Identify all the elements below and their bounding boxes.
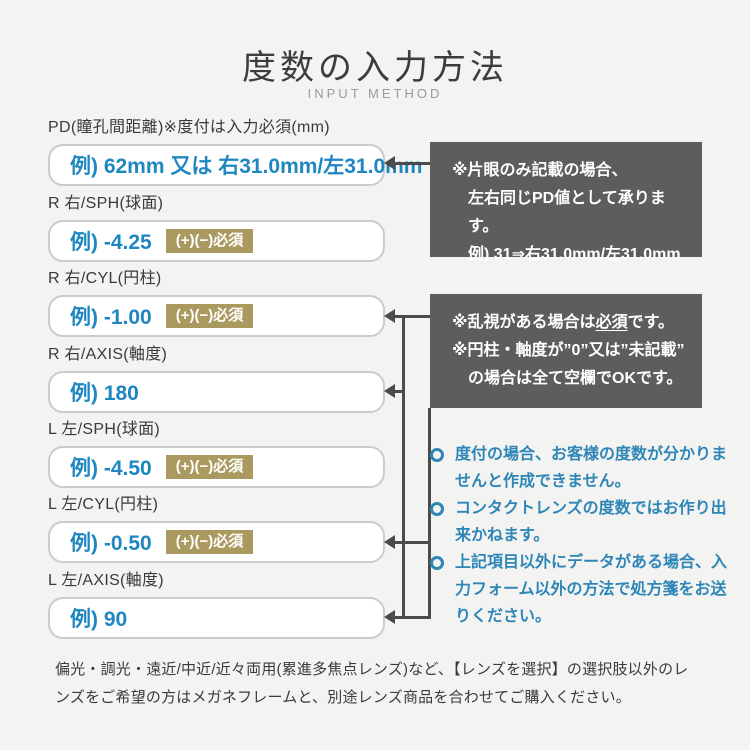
connector-line bbox=[402, 315, 405, 619]
cyl-note-line3: の場合は全て空欄でOKです。 bbox=[468, 370, 683, 387]
l-axis-example-box: 例) 90 bbox=[48, 597, 385, 639]
list-item: 上記項目以外にデータがある場合、入力フォーム以外の方法で処方箋をお送りください。 bbox=[430, 549, 742, 630]
l-sph-example-value: 例) -4.50 bbox=[70, 457, 152, 480]
plus-minus-required-badge: (+)(−)必須 bbox=[165, 455, 254, 479]
connector-line bbox=[428, 408, 431, 619]
plus-minus-required-badge: (+)(−)必須 bbox=[165, 530, 254, 554]
r-axis-example-box: 例) 180 bbox=[48, 371, 385, 413]
cyl-note-line1-pre: ※乱視がある場合は bbox=[452, 314, 596, 331]
note-text: 上記項目以外にデータがある場合、入力フォーム以外の方法で処方箋をお送りください。 bbox=[455, 554, 728, 625]
l-sph-example-box: 例) -4.50 (+)(−)必須 bbox=[48, 446, 385, 488]
arrow-left-icon bbox=[384, 610, 395, 624]
arrow-left-icon bbox=[384, 309, 395, 323]
list-item: コンタクトレンズの度数ではお作り出来かねます。 bbox=[430, 495, 742, 549]
pd-note-callout: ※片眼のみ記載の場合、 左右同じPD値として承ります。 例) 31⇒右31.0m… bbox=[430, 142, 702, 263]
l-axis-example-value: 例) 90 bbox=[70, 608, 128, 631]
r-axis-example-value: 例) 180 bbox=[70, 382, 139, 405]
connector-line bbox=[393, 315, 430, 318]
plus-minus-required-badge: (+)(−)必須 bbox=[165, 229, 254, 253]
arrow-left-icon bbox=[384, 535, 395, 549]
r-sph-example-value: 例) -4.25 bbox=[70, 231, 152, 254]
cyl-axis-note-callout: ※乱視がある場合は必須です。 ※円柱・軸度が”0”又は”未記載” の場合は全て空… bbox=[430, 294, 702, 408]
bullet-circle-icon bbox=[430, 448, 444, 462]
r-axis-field-label: R 右/AXIS(軸度) bbox=[48, 346, 168, 363]
connector-line bbox=[393, 541, 431, 544]
pd-field-label: PD(瞳孔間距離)※度付は入力必須(mm) bbox=[48, 119, 330, 136]
pd-example-value: 例) 62mm 又は 右31.0mm/左31.0mm bbox=[70, 155, 423, 178]
r-sph-example-box: 例) -4.25 (+)(−)必須 bbox=[48, 220, 385, 262]
note-text: 度付の場合、お客様の度数が分かりませんと作成できません。 bbox=[455, 446, 728, 490]
l-cyl-field-label: L 左/CYL(円柱) bbox=[48, 496, 159, 513]
r-cyl-field-label: R 右/CYL(円柱) bbox=[48, 270, 162, 287]
l-sph-field-label: L 左/SPH(球面) bbox=[48, 421, 161, 438]
r-cyl-example-value: 例) -1.00 bbox=[70, 306, 152, 329]
cyl-note-line2: ※円柱・軸度が”0”又は”未記載” bbox=[452, 342, 685, 359]
note-text: コンタクトレンズの度数ではお作り出来かねます。 bbox=[455, 500, 727, 544]
list-item: 度付の場合、お客様の度数が分かりませんと作成できません。 bbox=[430, 441, 742, 495]
l-axis-field-label: L 左/AXIS(軸度) bbox=[48, 572, 164, 589]
pd-note-line1: ※片眼のみ記載の場合、 bbox=[452, 162, 628, 179]
pd-note-line2: 左右同じPD値として承ります。 bbox=[468, 190, 666, 235]
connector-line bbox=[393, 390, 405, 393]
cyl-note-line1-underline: 必須 bbox=[595, 314, 628, 331]
pd-note-line3: 例) 31⇒右31.0mm/左31.0mm bbox=[468, 246, 681, 263]
bullet-circle-icon bbox=[430, 556, 444, 570]
page-subtitle: INPUT METHOD bbox=[307, 86, 443, 101]
arrow-left-icon bbox=[384, 384, 395, 398]
connector-line bbox=[393, 162, 430, 165]
footer-note: 偏光・調光・遠近/中近/近々両用(累進多焦点レンズ)など、【レンズを選択】の選択… bbox=[55, 661, 689, 706]
r-cyl-example-box: 例) -1.00 (+)(−)必須 bbox=[48, 295, 385, 337]
notes-list: 度付の場合、お客様の度数が分かりませんと作成できません。 コンタクトレンズの度数… bbox=[430, 441, 742, 630]
r-sph-field-label: R 右/SPH(球面) bbox=[48, 195, 164, 212]
cyl-note-line1: ※乱視がある場合は必須です。 bbox=[452, 309, 692, 337]
arrow-left-icon bbox=[384, 156, 395, 170]
l-cyl-example-box: 例) -0.50 (+)(−)必須 bbox=[48, 521, 385, 563]
cyl-note-line1-post: です。 bbox=[627, 314, 674, 331]
connector-line bbox=[393, 616, 431, 619]
l-cyl-example-value: 例) -0.50 bbox=[70, 532, 152, 555]
plus-minus-required-badge: (+)(−)必須 bbox=[165, 304, 254, 328]
bullet-circle-icon bbox=[430, 502, 444, 516]
pd-example-box: 例) 62mm 又は 右31.0mm/左31.0mm bbox=[48, 144, 422, 186]
page-title: 度数の入力方法 bbox=[242, 49, 508, 87]
